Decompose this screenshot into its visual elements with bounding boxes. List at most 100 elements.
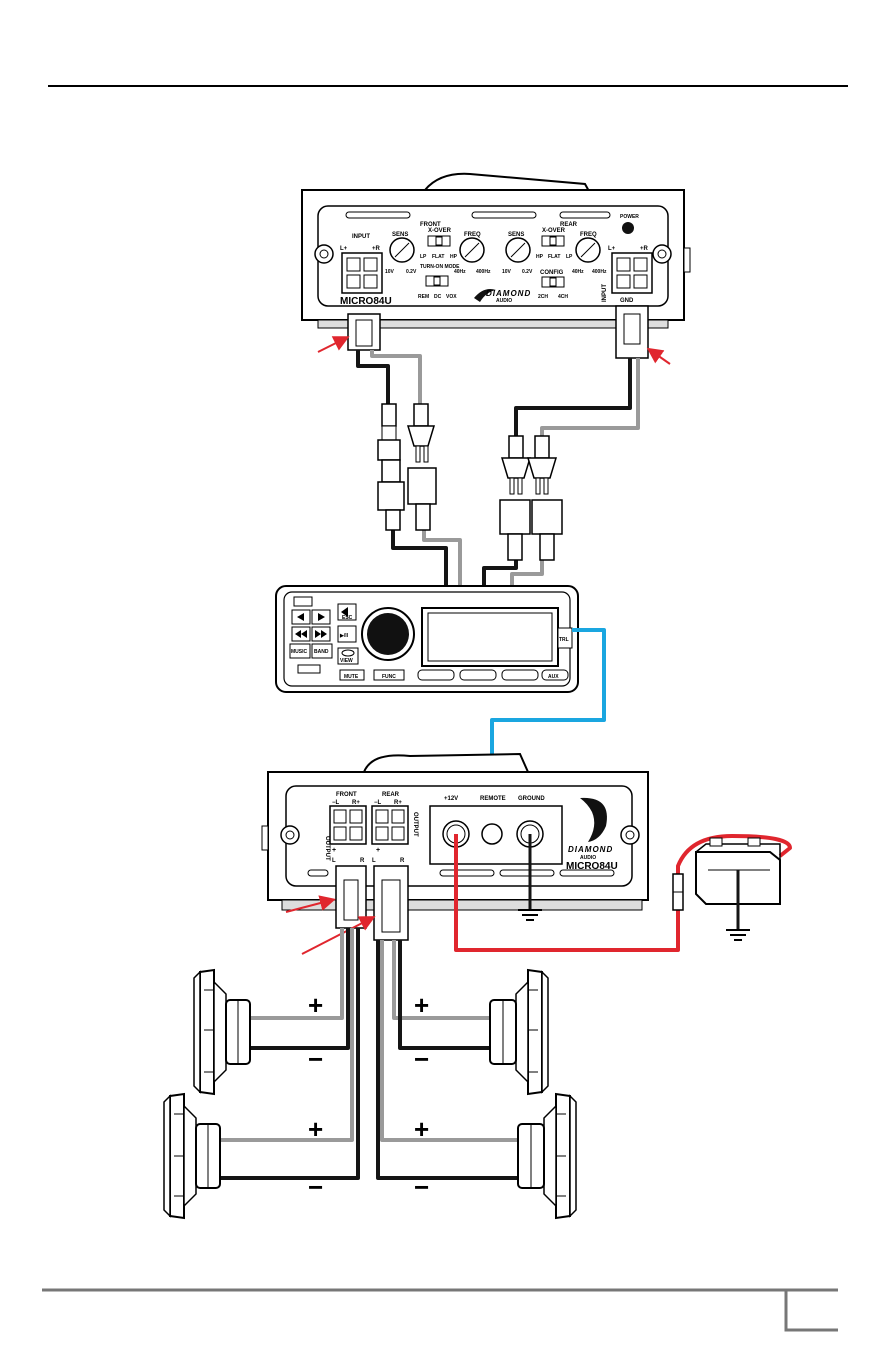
- music-button[interactable]: [289, 643, 311, 659]
- xover-label-front: X-OVER: [428, 228, 452, 234]
- svg-text:10V: 10V: [385, 269, 395, 275]
- svg-text:REM: REM: [418, 294, 429, 300]
- plus-mark-front-left: +: [308, 990, 323, 1020]
- amp-heatsink-fin: [422, 172, 592, 195]
- arrow-input-right: [646, 347, 671, 365]
- plus-mark-rear-left: +: [308, 1114, 323, 1144]
- side-port[interactable]: [557, 627, 573, 649]
- svg-text:DIAMOND: DIAMOND: [568, 845, 613, 854]
- page-number-tab: [784, 1290, 838, 1332]
- speaker-front-left: [193, 968, 251, 1096]
- speaker-rear-right: [517, 1092, 577, 1220]
- minus-mark-front-left: −: [308, 1044, 323, 1074]
- arrow-input-left: [317, 336, 350, 353]
- svg-text:0.2V: 0.2V: [522, 269, 533, 275]
- preset-button-2[interactable]: [459, 669, 497, 681]
- rca-plug-left-gray: [406, 403, 437, 531]
- plus-r-label-left: +R: [372, 246, 381, 252]
- plus-mark-front-right: +: [414, 990, 429, 1020]
- input-label-right: INPUT: [602, 284, 608, 302]
- speaker-rear-left: [163, 1092, 221, 1220]
- ground-symbol-battery: [726, 929, 750, 941]
- model-label-top: MICRO84U: [340, 296, 392, 307]
- power-led: [622, 222, 634, 234]
- func-button[interactable]: [373, 669, 405, 681]
- svg-text:R+: R+: [394, 800, 402, 806]
- svg-text:0.2V: 0.2V: [406, 269, 417, 275]
- freq-label-rear: FREQ: [580, 232, 597, 238]
- arrow-output-rear: [301, 916, 376, 955]
- svg-text:BAND: BAND: [314, 649, 329, 655]
- preset-button-1[interactable]: [417, 669, 455, 681]
- config-label: CONFIG: [540, 270, 564, 276]
- svg-text:▶/II: ▶/II: [339, 633, 349, 639]
- model-label-bottom: MICRO84U: [566, 861, 618, 872]
- input-label-left: INPUT: [352, 234, 370, 240]
- svg-text:10V: 10V: [502, 269, 512, 275]
- output-plug-rear: [373, 865, 409, 941]
- minus-mark-front-right: −: [414, 1044, 429, 1074]
- plus-mark-rear-right: +: [414, 1114, 429, 1144]
- svg-text:FUNC: FUNC: [382, 674, 396, 680]
- svg-text:+: +: [332, 847, 336, 854]
- svg-text:L: L: [372, 858, 376, 864]
- ground-symbol: [518, 909, 542, 921]
- output-label-right: OUTPUT: [412, 812, 418, 837]
- front-label: FRONT: [420, 222, 441, 228]
- input-connector-left: [341, 252, 383, 294]
- svg-text:400Hz: 400Hz: [476, 269, 491, 275]
- svg-text:ESC: ESC: [342, 615, 353, 621]
- svg-text:40Hz: 40Hz: [454, 269, 466, 275]
- svg-text:+: +: [376, 847, 380, 854]
- minus-mark-rear-left: −: [308, 1172, 323, 1202]
- top-amplifier: POWER FRONT REAR INPUT L+ +R SENS 10V 0.…: [301, 172, 691, 329]
- svg-text:AUX: AUX: [548, 674, 559, 680]
- svg-text:FLAT: FLAT: [432, 254, 444, 260]
- aux-button[interactable]: [541, 669, 569, 681]
- svg-text:VIEW: VIEW: [340, 658, 353, 664]
- preset-button-3[interactable]: [501, 669, 539, 681]
- ground-label: GROUND: [518, 796, 545, 802]
- svg-text:−L: −L: [374, 800, 382, 806]
- output-connector-front: [329, 805, 367, 845]
- amp-heatsink-fin: [362, 752, 530, 773]
- svg-text:+R: +R: [640, 246, 649, 252]
- svg-text:AUDIO: AUDIO: [580, 855, 596, 861]
- mute-button[interactable]: [339, 669, 365, 681]
- svg-text:L: L: [332, 858, 336, 864]
- minus-mark-rear-right: −: [414, 1172, 429, 1202]
- svg-text:VOX: VOX: [446, 294, 457, 300]
- head-unit: MUSIC BAND ESC ▶/II VIEW TRL MUTE FUNC A…: [275, 585, 579, 693]
- rca-plug-right-gray: [526, 435, 563, 561]
- input-plug-left: [347, 313, 381, 351]
- remote-label: REMOTE: [480, 796, 506, 802]
- svg-text:40Hz: 40Hz: [572, 269, 584, 275]
- rear-label: REAR: [560, 222, 578, 228]
- rear-output-label: REAR: [382, 792, 400, 798]
- svg-text:2CH: 2CH: [538, 294, 548, 300]
- band-button[interactable]: [311, 643, 333, 659]
- svg-text:LP: LP: [566, 254, 573, 260]
- fuse-holder: [672, 873, 684, 911]
- sens-label-front: SENS: [392, 232, 408, 238]
- plus12-label: +12V: [444, 796, 458, 802]
- output-label-left: OUTPUT: [324, 836, 330, 861]
- svg-text:FLAT: FLAT: [548, 254, 560, 260]
- svg-text:HP: HP: [536, 254, 544, 260]
- svg-text:DIAMOND: DIAMOND: [486, 289, 531, 298]
- svg-text:HP: HP: [450, 254, 458, 260]
- input-connector-right: [611, 252, 653, 294]
- svg-text:TRL: TRL: [559, 637, 569, 643]
- brand-logo-bottom: [580, 797, 607, 842]
- output-plug-front: [335, 865, 367, 929]
- bottom-amplifier: FRONT −L R+ OUTPUT + L R REAR −L R+ OUTP…: [261, 752, 649, 911]
- rca-plug-right-black: [499, 435, 532, 561]
- output-connector-rear: [371, 805, 409, 845]
- svg-text:−L: −L: [332, 800, 340, 806]
- freq-label-front: FREQ: [464, 232, 481, 238]
- l-plus-label: L+: [340, 246, 348, 252]
- play-pause-button[interactable]: [337, 625, 357, 643]
- turn-on-mode-label: TURN-ON MODE: [420, 264, 460, 270]
- rca-wires: [356, 350, 640, 590]
